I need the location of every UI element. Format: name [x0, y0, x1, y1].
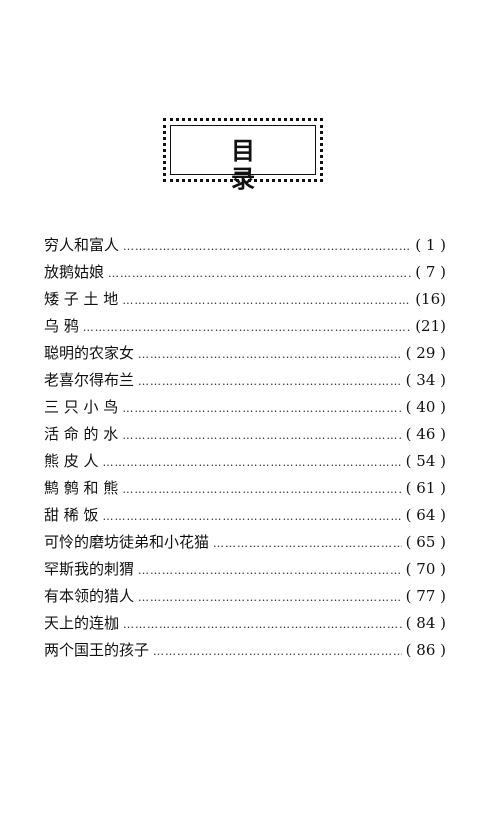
toc-entry[interactable]: 乌 鸦 (21): [44, 313, 446, 340]
toc-leader-dots: [138, 584, 402, 611]
page-title: 目录: [231, 137, 299, 193]
title-frame: 目录: [163, 118, 323, 193]
toc-entry[interactable]: 老喜尔得布兰 ( 34 ): [44, 367, 446, 394]
toc-entry-title: 三 只 小 鸟: [44, 398, 119, 416]
toc-entry[interactable]: 天上的连枷 ( 84 ): [44, 610, 446, 637]
toc-entry-page: (16): [415, 290, 446, 308]
toc-entry-title: 矮 子 土 地: [44, 290, 119, 308]
toc-leader-dots: [138, 368, 402, 395]
toc-entry[interactable]: 穷人和富人 ( 1 ): [44, 232, 446, 259]
toc-entry[interactable]: 熊 皮 人 ( 54 ): [44, 448, 446, 475]
toc-entry-page: ( 1 ): [415, 236, 446, 254]
toc-entry-page: ( 7 ): [415, 263, 446, 281]
toc-entry[interactable]: 放鹅姑娘 ( 7 ): [44, 259, 446, 286]
toc-entry-page: ( 29 ): [405, 344, 446, 362]
toc-leader-dots: [123, 611, 402, 638]
toc-entry[interactable]: 鹪 鹩 和 熊 ( 61 ): [44, 475, 446, 502]
toc-leader-dots: [138, 341, 402, 368]
toc-entry[interactable]: 矮 子 土 地 (16): [44, 286, 446, 313]
toc-entry-title: 乌 鸦: [44, 317, 79, 335]
toc-entry-page: ( 40 ): [405, 398, 446, 416]
toc-leader-dots: [108, 260, 411, 287]
toc-entry-page: ( 77 ): [405, 587, 446, 605]
toc-entry[interactable]: 有本领的猎人 ( 77 ): [44, 583, 446, 610]
toc-entry-page: ( 34 ): [405, 371, 446, 389]
toc-entry-title: 可怜的磨坊徒弟和小花猫: [44, 533, 210, 551]
toc-leader-dots: [153, 638, 402, 665]
toc-entry-title: 放鹅姑娘: [44, 263, 105, 281]
toc-entry-page: ( 54 ): [405, 452, 446, 470]
toc-leader-dots: [213, 530, 402, 557]
toc-entry-page: ( 84 ): [405, 614, 446, 632]
toc-entry[interactable]: 可怜的磨坊徒弟和小花猫 ( 65 ): [44, 529, 446, 556]
toc-entry[interactable]: 甜 稀 饭 ( 64 ): [44, 502, 446, 529]
toc-entry-title: 穷人和富人: [44, 236, 120, 254]
toc-leader-dots: [123, 233, 411, 260]
toc-entry[interactable]: 两个国王的孩子 ( 86 ): [44, 637, 446, 664]
toc-entry-title: 甜 稀 饭: [44, 506, 99, 524]
toc-leader-dots: [122, 422, 401, 449]
toc-entry-page: ( 64 ): [405, 506, 446, 524]
toc-entry-title: 罕斯我的刺猬: [44, 560, 135, 578]
toc-entry-title: 老喜尔得布兰: [44, 371, 135, 389]
toc-leader-dots: [122, 287, 411, 314]
toc-entry-title: 聪明的农家女: [44, 344, 135, 362]
toc-entry-title: 鹪 鹩 和 熊: [44, 479, 119, 497]
toc-entry-title: 活 命 的 水: [44, 425, 119, 443]
toc-entry-title: 熊 皮 人: [44, 452, 99, 470]
toc-leader-dots: [138, 557, 402, 584]
toc-entry-page: ( 86 ): [405, 641, 446, 659]
toc-entry-page: ( 65 ): [405, 533, 446, 551]
toc-leader-dots: [103, 449, 402, 476]
toc-entry-title: 天上的连枷: [44, 614, 120, 632]
toc-leader-dots: [122, 395, 401, 422]
toc-entry-title: 有本领的猎人: [44, 587, 135, 605]
toc-entry-page: ( 46 ): [405, 425, 446, 443]
toc-entry-title: 两个国王的孩子: [44, 641, 150, 659]
table-of-contents: 穷人和富人 ( 1 ) 放鹅姑娘 ( 7 ) 矮 子 土 地 (16) 乌 鸦 (21)…: [44, 232, 446, 664]
toc-entry[interactable]: 聪明的农家女 ( 29 ): [44, 340, 446, 367]
toc-entry-page: (21): [415, 317, 446, 335]
toc-leader-dots: [103, 503, 402, 530]
toc-entry[interactable]: 活 命 的 水 ( 46 ): [44, 421, 446, 448]
toc-entry[interactable]: 三 只 小 鸟 ( 40 ): [44, 394, 446, 421]
toc-leader-dots: [122, 476, 401, 503]
toc-entry[interactable]: 罕斯我的刺猬 ( 70 ): [44, 556, 446, 583]
toc-entry-page: ( 70 ): [405, 560, 446, 578]
toc-entry-page: ( 61 ): [405, 479, 446, 497]
toc-leader-dots: [83, 314, 411, 341]
